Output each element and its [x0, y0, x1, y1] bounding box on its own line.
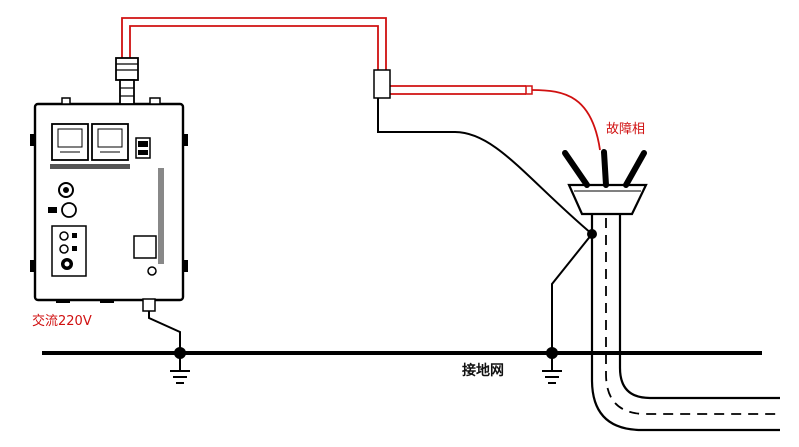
- sheath-ground-wire: [551, 233, 593, 353]
- sheath-wire: [377, 98, 593, 235]
- junction-dot-icon: [174, 347, 186, 359]
- output-connector-icon: [115, 57, 139, 105]
- phase-conductor-left: [562, 150, 590, 188]
- fault-phase-label: 故障相: [606, 122, 645, 137]
- power-cable: [590, 212, 780, 432]
- button-icon: [61, 202, 77, 218]
- ground-icon: [542, 370, 562, 384]
- phase-conductor-right: [623, 150, 647, 188]
- cable-core-dashed: [605, 218, 780, 415]
- phase-conductor-middle: [601, 149, 609, 188]
- meter-left-plate: [50, 164, 90, 169]
- meter-left-icon: [51, 123, 89, 161]
- junction-dot-icon: [587, 229, 597, 239]
- small-display: [133, 235, 157, 259]
- ac-power-label: 交流220V: [32, 313, 92, 329]
- fault-phase-wire: [531, 89, 601, 151]
- cable-termination: [567, 183, 648, 216]
- test-device: [30, 57, 188, 312]
- device-ground-wire: [148, 311, 181, 353]
- meter-right-icon: [91, 123, 129, 161]
- switch-icon: [135, 137, 151, 159]
- phase-conductors: [562, 149, 647, 188]
- panel-text-strip: [158, 168, 164, 264]
- junction-dot-icon: [546, 347, 558, 359]
- lead-connector-plug: [525, 85, 533, 95]
- ground-terminal: [142, 298, 156, 312]
- meter-right-plate: [90, 164, 130, 169]
- ground-grid-label: 接地网: [462, 362, 504, 379]
- high-voltage-lead: [121, 17, 526, 95]
- ground-icon: [170, 370, 190, 384]
- lead-connector-sleeve: [373, 69, 391, 99]
